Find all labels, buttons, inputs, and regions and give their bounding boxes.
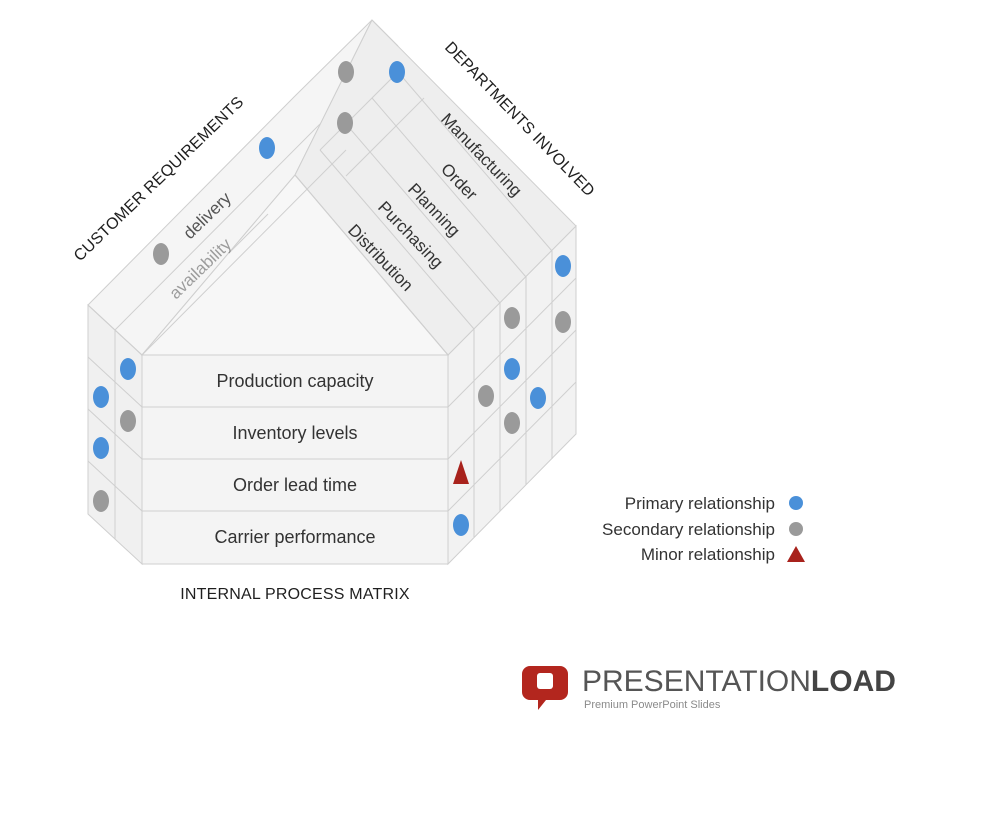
roof-primary-dot xyxy=(389,61,405,83)
logo-tagline: Premium PowerPoint Slides xyxy=(584,699,721,711)
roof-customer-rib xyxy=(141,149,347,356)
left-row-divider xyxy=(87,356,143,408)
process-row-carrier-performance: Carrier performance xyxy=(214,527,375,547)
right-side-minor-triangle xyxy=(453,460,469,484)
process-row-inventory-levels: Inventory levels xyxy=(232,423,357,443)
left-side-primary-dot xyxy=(93,386,109,408)
presentationload-logo: PRESENTATIONLOAD Premium PowerPoint Slid… xyxy=(522,665,896,711)
right-row-divider xyxy=(447,277,577,408)
right-side-secondary-dot xyxy=(504,307,520,329)
right-side-primary-dot xyxy=(555,255,571,277)
right-side-secondary-dot xyxy=(504,412,520,434)
roof-secondary-dot xyxy=(337,112,353,134)
right-side-secondary-dot xyxy=(555,311,571,333)
left-side-primary-dot xyxy=(120,358,136,380)
legend-primary-label: Primary relationship xyxy=(625,494,775,513)
process-row-production-capacity: Production capacity xyxy=(216,371,373,391)
left-side-secondary-dot xyxy=(93,490,109,512)
right-row-divider xyxy=(447,381,577,512)
legend-secondary-dot xyxy=(789,522,803,536)
right-row-divider xyxy=(447,329,577,460)
right-side-primary-dot xyxy=(504,358,520,380)
logo-speech-bubble-icon xyxy=(522,666,568,710)
legend: Primary relationship Secondary relations… xyxy=(602,494,805,564)
roof-department-rib xyxy=(397,71,553,252)
roof-customer-rib xyxy=(229,213,269,253)
right-side-primary-dot xyxy=(453,514,469,536)
roof-customer-rib xyxy=(114,123,321,331)
roof-cross-line xyxy=(319,71,399,151)
roof-cross-line xyxy=(371,19,399,47)
roof-cross-line xyxy=(345,97,425,177)
left-row-divider xyxy=(87,408,143,460)
legend-minor-triangle xyxy=(787,546,805,562)
process-rows: Production capacity Inventory levels Ord… xyxy=(214,371,375,547)
roof-department-rib xyxy=(319,149,475,330)
left-side-secondary-dot xyxy=(120,410,136,432)
logo-wordmark: PRESENTATIONLOAD xyxy=(582,665,896,698)
left-row-divider xyxy=(87,460,143,512)
roof-secondary-dot xyxy=(338,61,354,83)
roof-secondary-dot xyxy=(153,243,169,265)
roof-department-rib xyxy=(294,174,449,356)
internal-process-matrix-heading: INTERNAL PROCESS MATRIX xyxy=(180,586,410,603)
legend-primary-dot xyxy=(789,496,803,510)
relationship-markers xyxy=(93,61,571,536)
matrix-structure xyxy=(87,19,577,566)
left-side-primary-dot xyxy=(93,437,109,459)
right-side-secondary-dot xyxy=(478,385,494,407)
roof-department-rib xyxy=(345,123,501,304)
legend-secondary-label: Secondary relationship xyxy=(602,520,775,539)
process-row-order-lead-time: Order lead time xyxy=(233,475,357,495)
roof-department-rib xyxy=(371,97,527,278)
legend-minor-label: Minor relationship xyxy=(641,545,775,564)
roof-primary-dot xyxy=(259,137,275,159)
right-side-primary-dot xyxy=(530,387,546,409)
